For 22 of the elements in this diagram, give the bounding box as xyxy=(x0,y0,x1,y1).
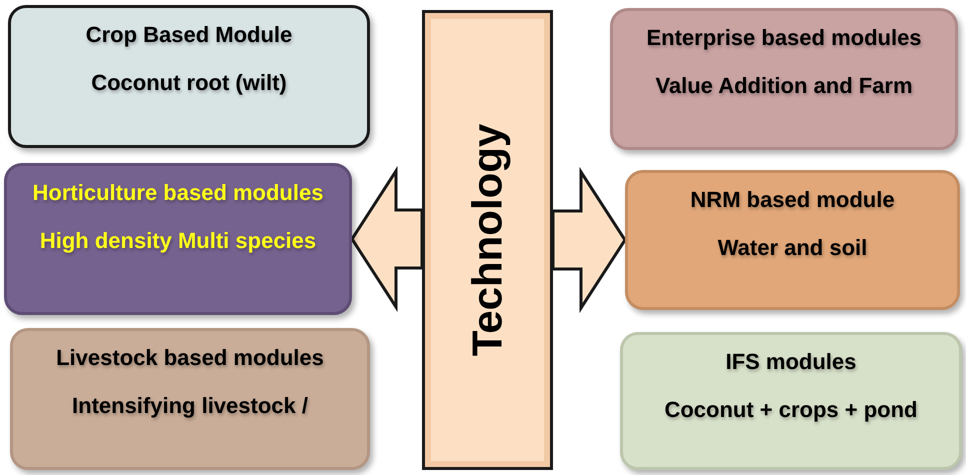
module-box xyxy=(620,332,962,470)
module-title: NRM based module xyxy=(690,187,895,214)
module-description: Intensifying livestock / xyxy=(72,393,308,420)
module-description: Coconut + crops + pond xyxy=(664,397,918,424)
module-box xyxy=(625,170,960,310)
module-box xyxy=(4,163,352,315)
module-box xyxy=(10,328,370,470)
module-description: Water and soil xyxy=(718,235,868,262)
module-title: Livestock based modules xyxy=(56,345,324,372)
block-arrow xyxy=(350,166,424,312)
technology-bar xyxy=(422,10,553,470)
module-description: Value Addition and Farm xyxy=(655,73,913,100)
module-title: Enterprise based modules xyxy=(646,25,922,52)
module-description: Coconut root (wilt) xyxy=(91,70,287,97)
module-box xyxy=(610,8,958,150)
module-title: IFS modules xyxy=(726,349,856,376)
block-arrow xyxy=(552,166,627,314)
module-title: Horticulture based modules xyxy=(32,180,324,206)
module-box xyxy=(8,5,370,148)
vertical-label: Technology xyxy=(464,124,512,356)
module-description: High density Multi species xyxy=(40,228,316,255)
module-title: Crop Based Module xyxy=(86,22,292,48)
